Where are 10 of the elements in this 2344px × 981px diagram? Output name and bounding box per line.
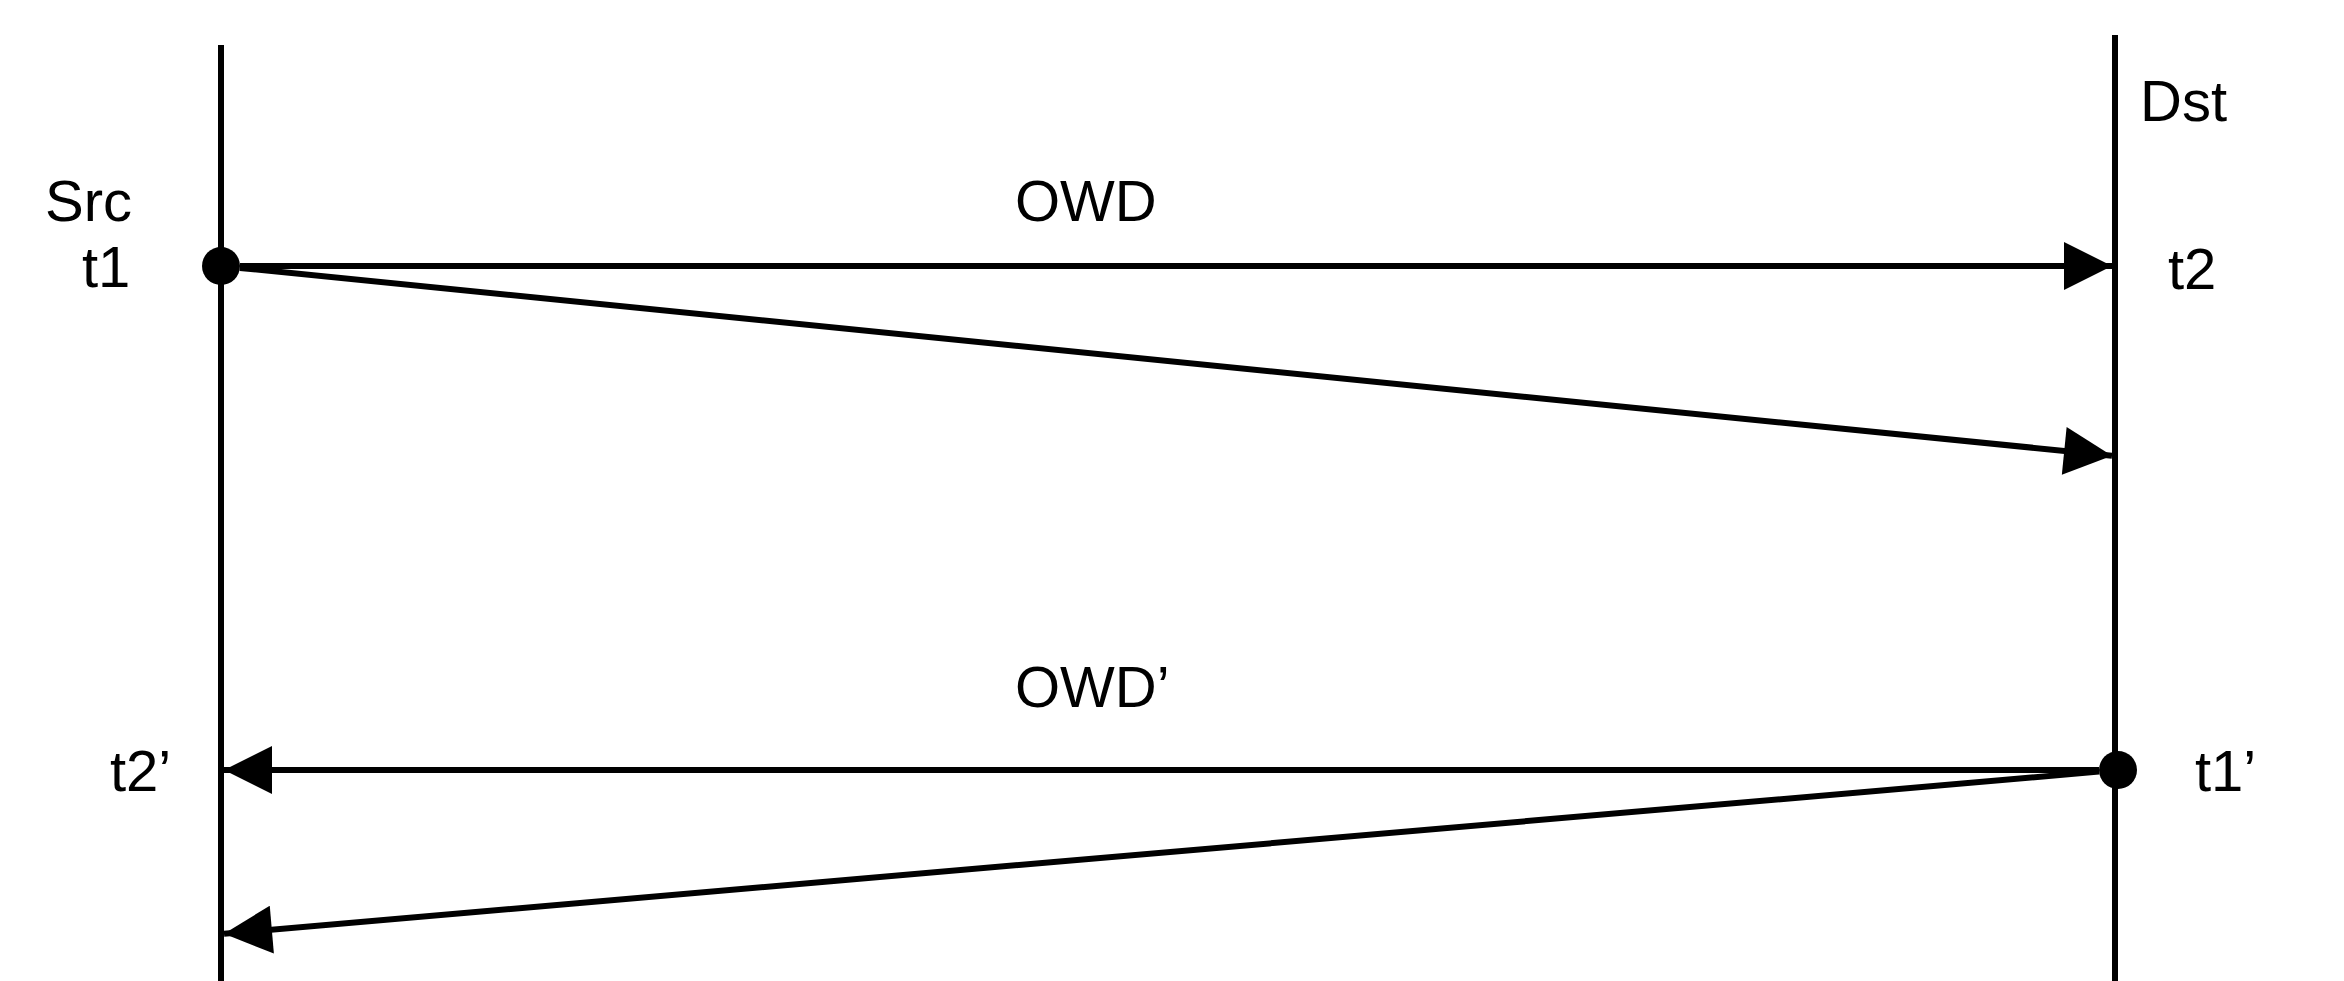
lifeline-label: Dst [2140,72,2227,130]
timestamp-label: t1 [82,238,131,296]
lifeline [218,45,224,981]
timestamp-label: t2’ [110,742,172,800]
lifeline-label: Src [45,172,132,230]
arrow [240,242,2112,290]
timestamp-label: t2 [2168,240,2217,298]
timestamp-label: t1’ [2195,742,2257,800]
lifeline [2112,35,2118,981]
arrow [224,746,2099,794]
